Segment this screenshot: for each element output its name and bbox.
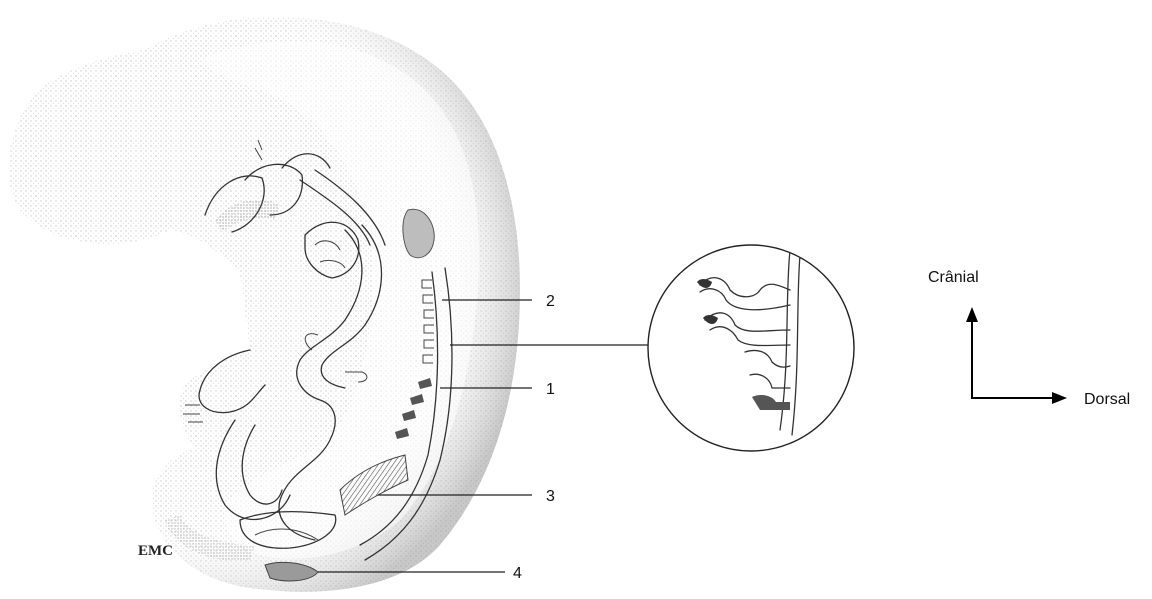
cranial-arrowhead-icon [966,307,978,322]
publisher-logo: EMC [138,543,173,559]
callout-2: 2 [546,293,555,310]
callout-1: 1 [546,381,555,398]
dorsal-label: Dorsal [1084,391,1130,408]
callout-4: 4 [513,565,522,582]
embryo-body [9,17,520,592]
cranial-label: Crânial [928,269,979,286]
dorsal-arrowhead-icon [1052,392,1067,404]
inset-magnification [648,245,854,451]
callout-3: 3 [546,488,555,505]
orientation-indicator: Crânial Dorsal [928,269,1130,408]
